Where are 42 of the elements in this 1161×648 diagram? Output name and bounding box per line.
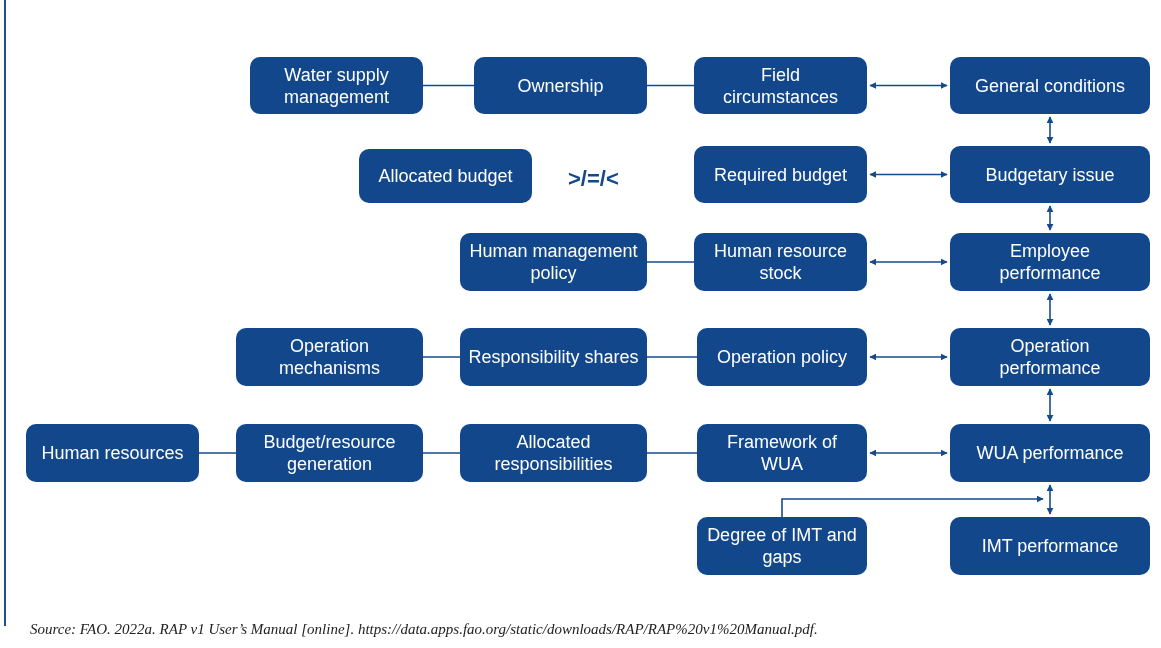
process-box: Human resources [26,424,199,482]
process-box: Human management policy [460,233,647,291]
connector-line [422,356,461,358]
arrow [1046,116,1054,144]
process-box: IMT performance [950,517,1150,575]
arrow [869,258,948,266]
arrow [781,495,1044,518]
process-box: Operation mechanisms [236,328,423,386]
process-box: Water supply management [250,57,423,114]
connector-line [646,84,695,87]
process-box: Field circumstances [694,57,867,114]
arrow [869,82,948,89]
process-box: Operation policy [697,328,867,386]
arrow [869,353,948,361]
process-box: Operation performance [950,328,1150,386]
process-box: WUA performance [950,424,1150,482]
process-box: General conditions [950,57,1150,114]
source-caption: Source: FAO. 2022a. RAP v1 User’s Manual [online]. https://data.apps.fao.org/static/downloads/RAP/RAP%20v1%20Manual.pdf. [30,620,818,639]
process-box: Human resource stock [694,233,867,291]
process-box: Budget/resource generation [236,424,423,482]
arrow [869,171,948,178]
connector-line [198,452,237,454]
arrow [1046,484,1054,515]
arrow [1046,205,1054,231]
arrow [869,449,948,457]
process-box: Employee performance [950,233,1150,291]
connector-line [646,356,698,358]
process-box: Required budget [694,146,867,203]
arrow [1046,293,1054,326]
process-box: Budgetary issue [950,146,1150,203]
process-box: Responsibility shares [460,328,647,386]
process-box: Degree of IMT and gaps [697,517,867,575]
arrow [1046,388,1054,422]
process-box: Framework of WUA [697,424,867,482]
process-box: Allocated budget [359,149,532,203]
process-box: Ownership [474,57,647,114]
connector-line [646,452,698,454]
process-box: Allocated responsibilities [460,424,647,482]
connector-line [422,452,461,454]
comparison-symbol: >/=/< [568,165,619,193]
connector-line [646,261,695,263]
connector-line [422,84,475,87]
